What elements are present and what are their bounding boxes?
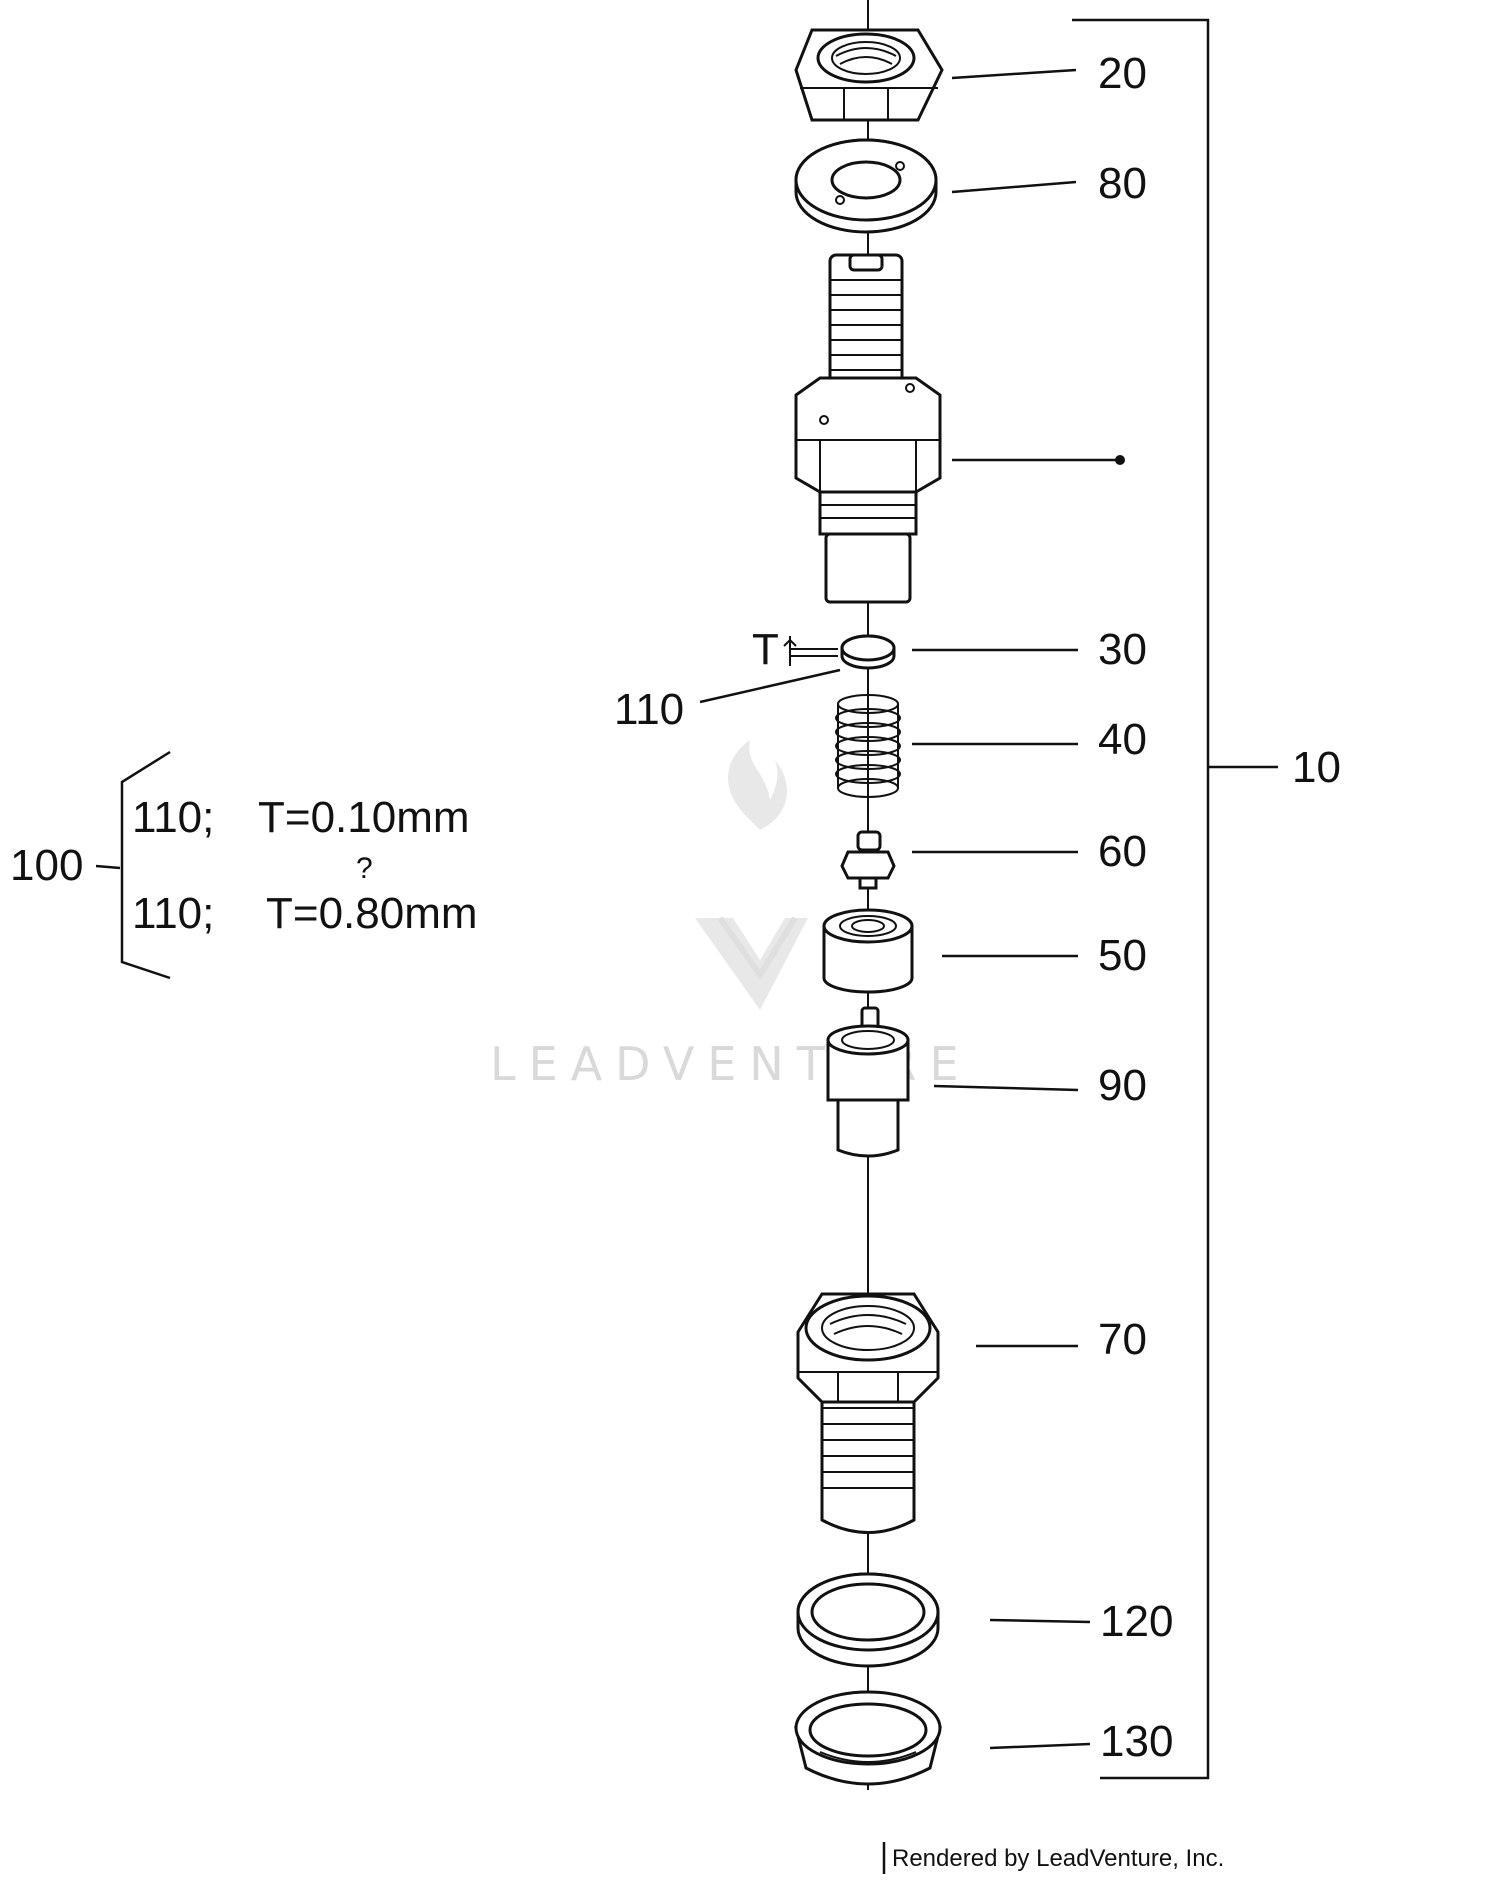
callout-110: 110: [614, 685, 684, 734]
note-brace: [120, 750, 171, 980]
thickness-marker-arrows: [783, 636, 838, 666]
note-range-symbol: ?: [356, 852, 373, 885]
callout-40: 40: [1098, 715, 1147, 764]
holder-threads: [830, 279, 902, 386]
callout-50: 50: [1098, 931, 1147, 980]
part-30-shim: [840, 634, 896, 670]
callout-60: 60: [1098, 827, 1147, 876]
part-20-nut: [794, 28, 944, 122]
part-40-spring: [835, 694, 901, 798]
note-line1-part: 110;: [132, 793, 214, 842]
credit-text: Rendered by LeadVenture, Inc.: [892, 1845, 1224, 1872]
part-60-pin: [840, 830, 896, 890]
callout-80: 80: [1098, 159, 1147, 208]
part-90-nozzle: [826, 1006, 910, 1158]
part-70-retaining-nut: [796, 1292, 940, 1534]
note-line2-part: 110;: [132, 889, 214, 938]
part-holder-body: [794, 253, 942, 604]
callout-100: 100: [10, 841, 83, 890]
holder-leader-dot: [1115, 455, 1125, 465]
part-120-gasket: [796, 1572, 940, 1668]
part-50-spacer: [822, 908, 914, 994]
callout-10: 10: [1292, 743, 1341, 792]
part-80-washer: [794, 138, 938, 234]
part-130-seat: [794, 1690, 942, 1786]
thickness-marker-label: T: [752, 625, 779, 674]
note-line2-value: T=0.80mm: [266, 889, 478, 938]
callout-20: 20: [1098, 49, 1147, 98]
callout-leaders: [699, 68, 1091, 1750]
note-line1-value: T=0.10mm: [258, 793, 470, 842]
callout-120: 120: [1100, 1597, 1173, 1646]
callout-30: 30: [1098, 625, 1147, 674]
retaining-nut-threads: [822, 1407, 914, 1489]
note-leader: [95, 864, 121, 870]
assembly-bracket: [1072, 18, 1210, 1780]
callout-90: 90: [1098, 1061, 1147, 1110]
watermark-logo: [695, 740, 808, 1010]
callout-130: 130: [1100, 1717, 1173, 1766]
callout-70: 70: [1098, 1315, 1147, 1364]
